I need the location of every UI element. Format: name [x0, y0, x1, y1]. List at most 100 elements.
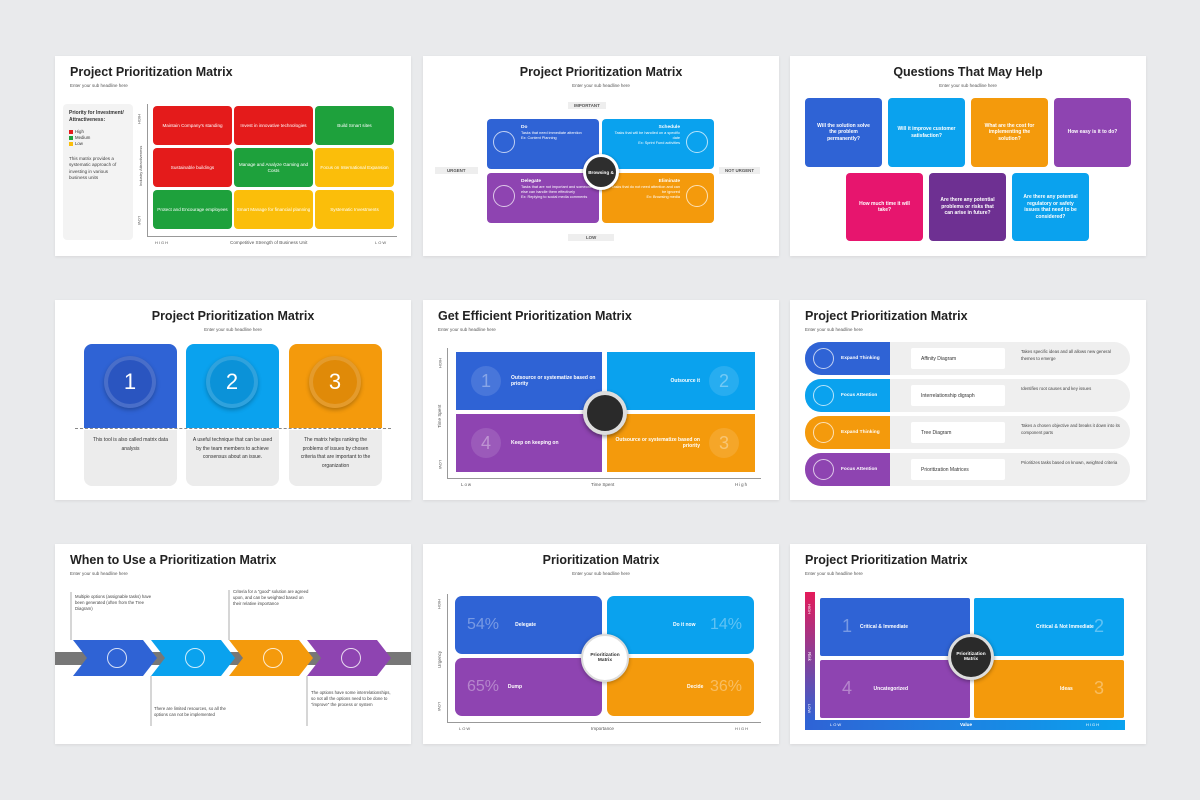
quadrant-critical-not-immediate[interactable]: Critical & Not Immediate 2	[974, 598, 1124, 656]
tool-desc: Identifies root causes and key issues	[1021, 386, 1092, 391]
note-top-1: Multiple options (assignable tasks) have…	[75, 594, 152, 612]
slide-subtitle: Enter your sub headline here	[70, 571, 128, 576]
quadrant-decide[interactable]: Decide 36%	[607, 658, 754, 716]
tool-desc: Takes a chosen objective and breaks it d…	[1021, 423, 1120, 435]
brain-icon	[813, 348, 834, 369]
matrix-cell-7[interactable]: Protect and Encourage employees	[153, 190, 232, 229]
y-high-label: HIGH	[137, 114, 142, 124]
tool-row-4[interactable]: Focus Attention Prioritization Matrices …	[805, 453, 1130, 486]
matrix-cell-3[interactable]: Build Smart sites	[315, 106, 394, 145]
tool-row-2[interactable]: Focus Attention Interrelationship digrap…	[805, 379, 1130, 412]
matrix-cell-1[interactable]: Maintain Company's standing	[153, 106, 232, 145]
top-label: IMPORTANT	[568, 102, 606, 109]
tool-desc: Takes specific ideas and all allows new …	[1021, 349, 1111, 361]
slide-4[interactable]: Project Prioritization Matrix Enter your…	[55, 300, 411, 500]
trash-icon	[686, 185, 708, 207]
y-axis-arrow	[805, 592, 815, 722]
legend-low: Low	[69, 141, 127, 146]
matrix-cell-9[interactable]: Systematic Investments	[315, 190, 394, 229]
side-text: This matrix provides a systematic approa…	[69, 156, 117, 181]
people-icon	[493, 185, 515, 207]
y-axis-label: Industry Attractiveness	[138, 145, 143, 186]
y-axis-label: Urgency	[437, 650, 442, 668]
y-low-label: LOW	[137, 216, 142, 226]
tool-name: Prioritization Matrices	[911, 459, 1005, 480]
slide-title: Project Prioritization Matrix	[805, 553, 968, 567]
slide-2[interactable]: Project Prioritization Matrix Enter your…	[423, 56, 779, 256]
slide-9[interactable]: Project Prioritization Matrix Enter your…	[790, 544, 1146, 744]
center-badge: Browsing &	[583, 154, 619, 190]
slide-title: Questions That May Help	[893, 65, 1043, 79]
lightbulb-icon	[813, 459, 834, 480]
tool-name: Tree Diagram	[911, 422, 1005, 443]
slide-title: Project Prioritization Matrix	[519, 65, 683, 79]
slide-subtitle: Enter your sub headline here	[204, 327, 262, 332]
slide-1[interactable]: Project Prioritization Matrix Enter your…	[55, 56, 411, 256]
question-card-4[interactable]: How easy is it to do?	[1054, 98, 1131, 167]
slide-8[interactable]: Prioritization Matrix Enter your sub hea…	[423, 544, 779, 744]
slide-title: Project Prioritization Matrix	[70, 65, 233, 79]
right-label: NOT URGENT	[719, 167, 761, 174]
slide-6[interactable]: Project Prioritization Matrix Enter your…	[790, 300, 1146, 500]
slide-title: Prioritization Matrix	[542, 553, 660, 567]
note-bottom-1: There are limited resources, so all the …	[154, 706, 226, 718]
quadrant-label: Keep on keeping on	[511, 439, 559, 446]
x-axis-label: Competitive Strength of Business Unit	[230, 240, 308, 245]
legend-high: High	[69, 129, 127, 134]
slide-title: Project Prioritization Matrix	[805, 309, 968, 323]
y-axis-label: Time Spent	[437, 404, 442, 428]
slide-title: When to Use a Prioritization Matrix	[70, 553, 277, 567]
number-badge: 3	[309, 356, 361, 408]
y-axis-line	[447, 348, 448, 478]
matrix-cell-4[interactable]: Sustainable buildings	[153, 148, 232, 187]
x-high-label: High	[735, 482, 749, 487]
quadrant-3[interactable]: Outsource or systematize based on priori…	[607, 414, 755, 472]
tool-row-1[interactable]: Expand Thinking Affinity Diagram Takes s…	[805, 342, 1130, 375]
card-1[interactable]: 1 This tool is also called matrix data a…	[84, 344, 177, 486]
quadrant-do-it-now[interactable]: Do it now 14%	[607, 596, 754, 654]
tool-name: Interrelationship digraph	[911, 385, 1005, 406]
matrix-cell-5[interactable]: Manage and Analyze Gaming and Costs	[234, 148, 313, 187]
matrix-cell-2[interactable]: Invest in innovative technologies	[234, 106, 313, 145]
side-panel: Priority for Investment/ Attractiveness:…	[63, 104, 133, 240]
matrix-cell-8[interactable]: Smart Manage for financial planning	[234, 190, 313, 229]
tool-row-3[interactable]: Expand Thinking Tree Diagram Takes a cho…	[805, 416, 1130, 449]
quadrant-1[interactable]: Outsource or systematize based on priori…	[456, 352, 602, 410]
slide-7[interactable]: When to Use a Prioritization Matrix Ente…	[55, 544, 411, 744]
question-card-7[interactable]: Are there any potential regulatory or sa…	[1012, 173, 1089, 241]
quadrant-2[interactable]: Outsource it	[607, 352, 755, 410]
number-1-icon: 1	[471, 366, 501, 396]
calendar-icon	[686, 131, 708, 153]
slide-3[interactable]: Questions That May Help Enter your sub h…	[790, 56, 1146, 256]
x-axis-line	[147, 236, 397, 237]
question-card-6[interactable]: Are there any potential problems or risk…	[929, 173, 1006, 241]
card-3[interactable]: 3 The matrix helps ranking the problems …	[289, 344, 382, 486]
question-card-5[interactable]: How much time it will take?	[846, 173, 923, 241]
slide-subtitle: Enter your sub headline here	[572, 571, 630, 576]
quadrant-eliminate[interactable]: Eliminate Tasks that do not need attenti…	[602, 173, 714, 223]
quadrant-label: Outsource it	[670, 377, 700, 384]
question-card-1[interactable]: Will the solution solve the problem perm…	[805, 98, 882, 167]
x-high-label: HIGH	[155, 240, 169, 245]
slide-subtitle: Enter your sub headline here	[939, 83, 997, 88]
left-label: URGENT	[435, 167, 478, 174]
quadrant-critical-immediate[interactable]: 1 Critical & Immediate	[820, 598, 970, 656]
question-card-2[interactable]: Will it improve customer satisfaction?	[888, 98, 965, 167]
quadrant-dump[interactable]: 65% Dump	[455, 658, 602, 716]
matrix-cell-6[interactable]: Focus on International Expansion	[315, 148, 394, 187]
quadrant-4[interactable]: Keep on keeping on	[456, 414, 602, 472]
slide-subtitle: Enter your sub headline here	[438, 327, 496, 332]
question-card-3[interactable]: What are the cost for implementing the s…	[971, 98, 1048, 167]
quadrant-ideas[interactable]: Ideas 3	[974, 660, 1124, 718]
card-2[interactable]: 2 A useful technique that can be used by…	[186, 344, 279, 486]
quadrant-uncategorized[interactable]: 4 Uncategorized	[820, 660, 970, 718]
x-high-label: HIGH	[735, 726, 749, 731]
slide-5[interactable]: Get Efficient Prioritization Matrix Ente…	[423, 300, 779, 500]
settings-icon	[341, 648, 361, 668]
x-low-label: Low	[461, 482, 473, 487]
target-icon	[813, 385, 834, 406]
note-bottom-2: The options have some interrelationships…	[311, 690, 391, 708]
bottom-label: LOW	[568, 234, 615, 241]
number-badge: 1	[104, 356, 156, 408]
quadrant-delegate[interactable]: 54% Delegate	[455, 596, 602, 654]
